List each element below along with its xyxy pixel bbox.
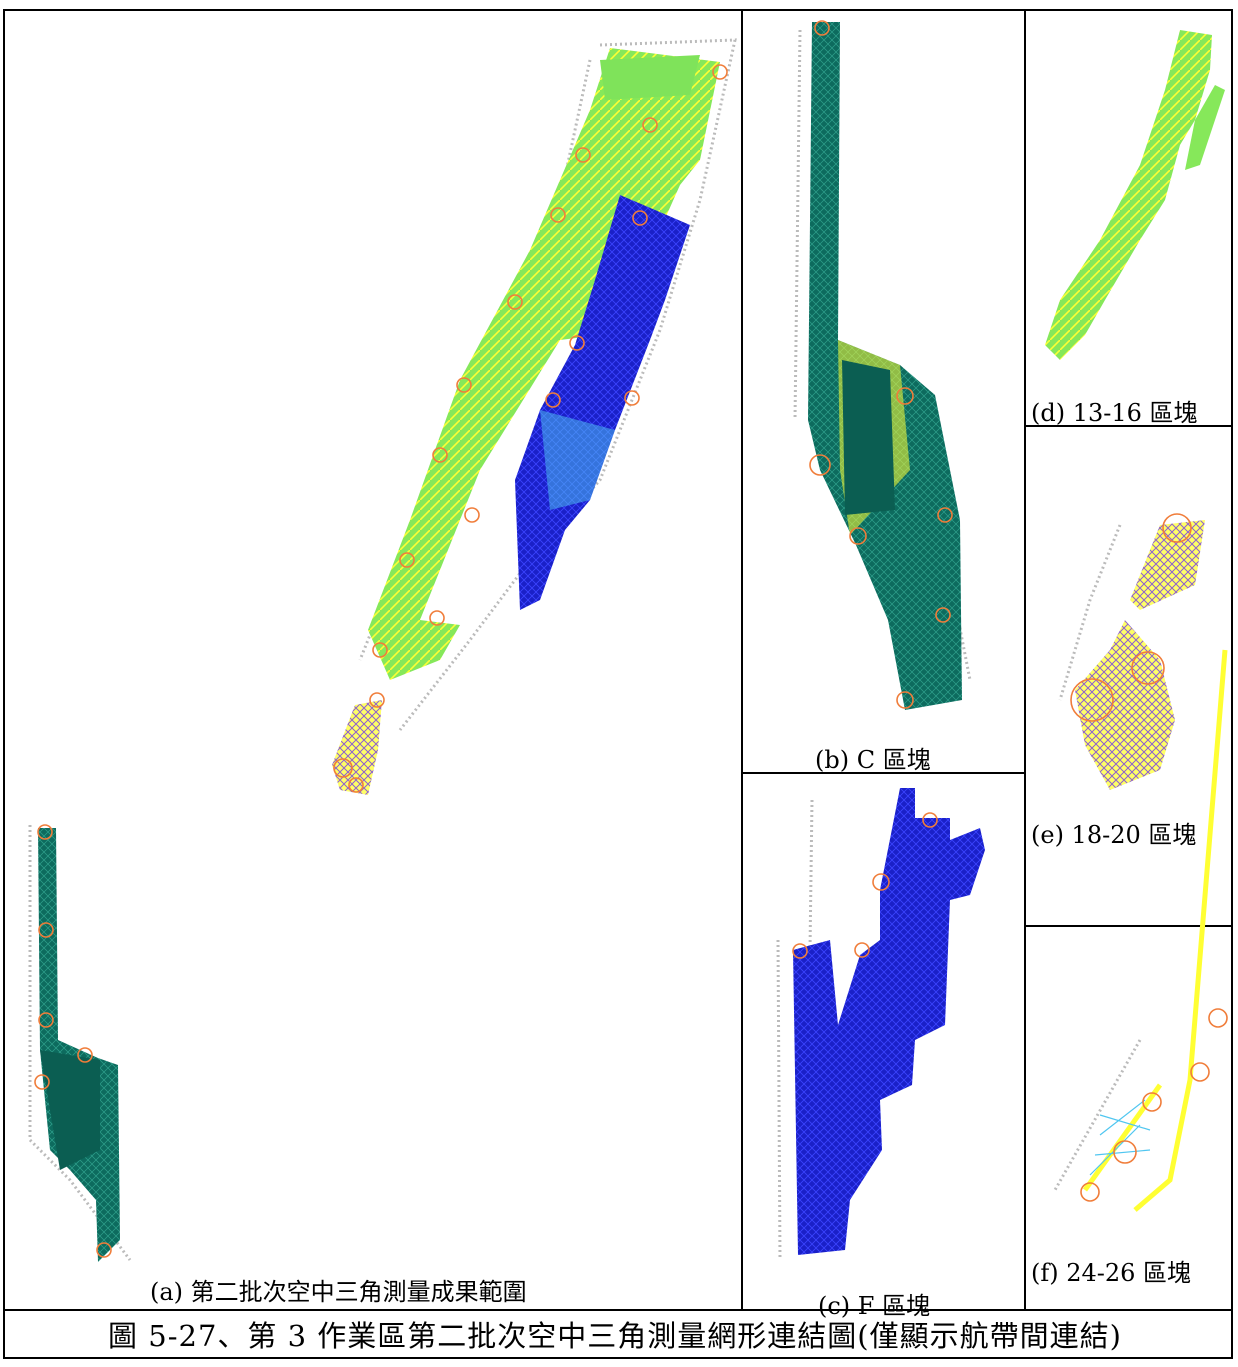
- panel-c-blue-strip: [793, 788, 985, 1255]
- panel-d-green-strip: [1045, 30, 1212, 360]
- panel-a-control-points: [34, 64, 728, 1258]
- panel-e-caption: (e) 18-20 區塊: [1031, 821, 1197, 849]
- panel-e-cluster-upper: [1130, 520, 1205, 610]
- divider-d-e: [1024, 425, 1233, 427]
- divider-a-b: [741, 9, 743, 1310]
- panel-a-caption: (a) 第二批次空中三角測量成果範圍: [150, 1278, 527, 1306]
- figure-frame: [3, 9, 1233, 1359]
- panel-f-caption: (f) 24-26 區塊: [1031, 1259, 1192, 1287]
- divider-b-d: [1024, 9, 1026, 1310]
- panel-e-cluster-lower: [1075, 620, 1175, 790]
- divider-e-f: [1024, 925, 1233, 927]
- panel-a-purple-cluster: [332, 700, 382, 795]
- divider-b-c: [741, 772, 1026, 774]
- panel-b-caption: (b) C 區塊: [815, 746, 931, 774]
- divider-caption: [3, 1309, 1233, 1311]
- panel-f-strip: [1133, 649, 1228, 1212]
- figure-caption: 圖 5-27、第 3 作業區第二批次空中三角測量網形連結圖(僅顯示航帶間連結): [108, 1319, 1122, 1353]
- panel-d-caption: (d) 13-16 區塊: [1031, 399, 1198, 427]
- panel-c-caption: (c) F 區塊: [818, 1292, 931, 1320]
